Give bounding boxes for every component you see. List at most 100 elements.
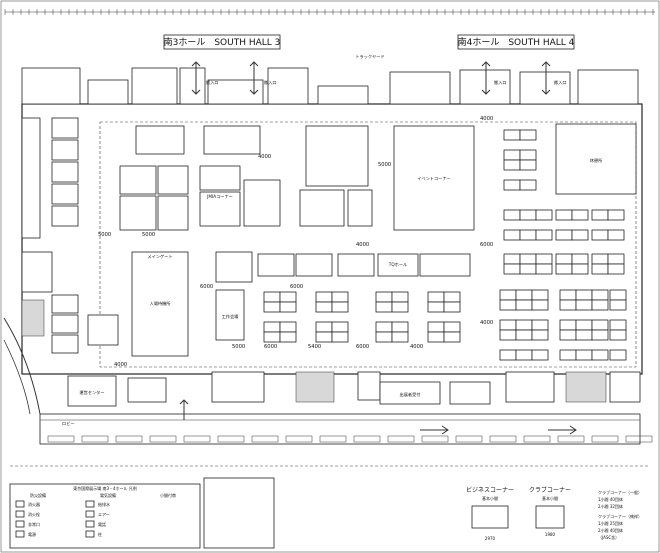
stall <box>575 299 593 311</box>
tq-hall-label: TQホール <box>388 262 407 267</box>
stall <box>571 229 589 241</box>
stall <box>519 129 537 141</box>
operations-center <box>67 375 117 407</box>
stall <box>279 291 297 303</box>
lobby-cell <box>319 435 347 443</box>
stall <box>427 291 445 303</box>
truck-yard-label: トラックヤード <box>355 54 384 60</box>
stall <box>555 263 573 275</box>
stall <box>503 209 521 221</box>
stall <box>499 299 517 311</box>
stall <box>607 209 625 221</box>
stall-grid-c <box>499 289 627 361</box>
left-room <box>21 251 53 293</box>
left-room <box>51 334 79 354</box>
entrance-arrow <box>481 61 491 95</box>
service-room <box>357 371 381 401</box>
hall-4-title-box <box>457 34 575 50</box>
left-room <box>21 117 41 239</box>
lobby-arrow <box>420 425 449 435</box>
lobby-cell <box>421 435 449 443</box>
service-room <box>317 85 369 105</box>
lobby-cell <box>591 435 619 443</box>
hall-3-blocks: 入場待機所 メインゲート 工作会場 JMIAコーナー TQホール <box>119 125 471 357</box>
stall <box>531 349 549 361</box>
work-area <box>215 289 245 341</box>
lobby-cell <box>455 435 483 443</box>
stall <box>535 253 553 265</box>
entrance-arrow <box>541 61 551 95</box>
stall <box>263 321 281 333</box>
stall <box>503 263 521 275</box>
business-corner-title: ビジネスコーナー <box>466 486 514 494</box>
service-room <box>449 381 491 405</box>
dimension-label: 4000 <box>114 362 127 368</box>
legend-swatch <box>85 510 95 518</box>
stall <box>607 253 625 265</box>
service-room <box>87 79 129 105</box>
dimension-label: 6000 <box>290 284 303 290</box>
restroom-left <box>21 299 45 337</box>
stall <box>499 329 517 341</box>
stall <box>519 253 537 265</box>
stall <box>609 329 627 341</box>
hall-3-title: 南3ホール SOUTH HALL 3 <box>164 36 281 48</box>
stall <box>499 319 517 331</box>
stall <box>515 299 533 311</box>
club-general-line: 1小間 40団体 <box>598 496 623 502</box>
dimension-label: 5000 <box>142 232 155 238</box>
entrance-arrow <box>249 61 259 95</box>
dimension-label: 6000 <box>264 344 277 350</box>
stall <box>279 331 297 343</box>
lobby-cell <box>523 435 551 443</box>
legend-title: 東京国際展示場 南3・4ホール 凡例 <box>73 485 137 491</box>
entry-waiting-area <box>131 251 189 357</box>
stall <box>515 319 533 331</box>
lobby-corridor <box>39 413 641 445</box>
rest-area-label: 休憩所 <box>590 157 603 164</box>
lobby-cell <box>285 435 313 443</box>
stall-grid-j <box>503 129 625 275</box>
stall <box>443 331 461 343</box>
club-corner-sub: 基本小間 <box>542 495 558 501</box>
stall <box>609 319 627 331</box>
dimension-label: 4000 <box>258 154 271 160</box>
stall <box>443 291 461 303</box>
stall <box>279 301 297 313</box>
legend-item-label: 消火器 <box>28 501 40 507</box>
stall <box>591 299 609 311</box>
club-booth-diagram <box>535 505 565 529</box>
stall <box>535 209 553 221</box>
legend-swatch <box>15 520 25 528</box>
dimension-label: 5000 <box>98 232 111 238</box>
stall <box>391 301 409 313</box>
hall-3-title-box <box>163 34 281 50</box>
legend-section: 電気設備 <box>100 492 116 498</box>
stall <box>443 301 461 313</box>
stall <box>591 289 609 301</box>
stall <box>559 329 577 341</box>
service-room <box>459 69 511 105</box>
hall-4-title: 南4ホール SOUTH HALL 4 <box>458 36 575 48</box>
lobby-cell <box>251 435 279 443</box>
stall <box>531 289 549 301</box>
legend-swatch <box>85 520 95 528</box>
stall <box>499 349 517 361</box>
stall <box>591 349 609 361</box>
left-access-curve <box>3 317 41 415</box>
restroom-bottom <box>295 371 335 403</box>
stall <box>519 149 537 161</box>
left-room <box>87 314 119 346</box>
zone-block <box>199 165 241 191</box>
left-room <box>51 139 79 161</box>
zone-block <box>305 125 369 187</box>
stall <box>427 301 445 313</box>
stall <box>279 321 297 333</box>
zone-block <box>347 189 373 227</box>
dimension-label: 5000 <box>378 162 391 168</box>
legend-swatch <box>15 500 25 508</box>
left-room <box>51 117 79 139</box>
club-jasc-line: （JASC含） <box>598 534 619 540</box>
